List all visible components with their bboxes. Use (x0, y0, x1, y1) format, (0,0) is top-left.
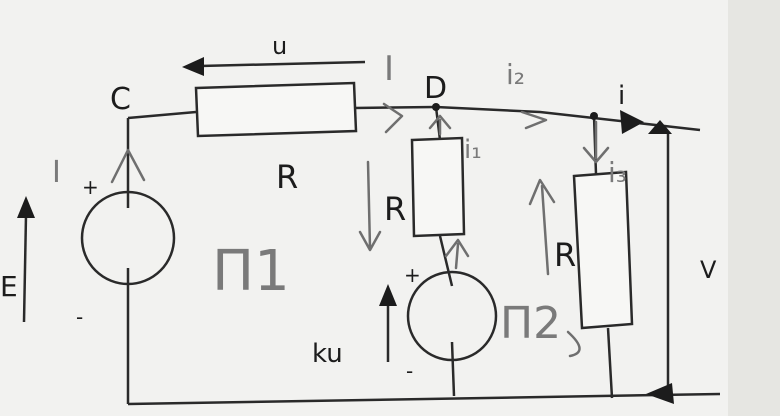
pencil-chevron-d (382, 102, 404, 134)
source-e-plus: + (82, 175, 99, 199)
annotation-i-main: I (384, 49, 394, 89)
top-wire-cd (127, 105, 437, 120)
source-ku-plus: + (404, 263, 421, 287)
pencil-i3-arrow (582, 120, 610, 164)
series-resistor (194, 81, 358, 138)
voltage-u-label: u (272, 32, 287, 60)
annotation-i-left: I (52, 155, 61, 190)
annotation-loop1: Π1 (212, 239, 290, 304)
ku-arrow-head (379, 284, 397, 306)
node-d-label: D (424, 71, 447, 106)
annotation-loop2: Π2 (500, 298, 561, 349)
pencil-loop2-curve (566, 330, 581, 358)
annotation-i3: i₃ (608, 156, 627, 189)
i-current-arrow (620, 110, 644, 134)
source-e-minus: - (76, 305, 83, 329)
node-c-label: C (110, 82, 131, 117)
u-arrow-head (182, 57, 204, 76)
node-d-dot (432, 103, 440, 111)
pencil-i1-arrow (428, 114, 452, 136)
annotation-i2: i₂ (506, 58, 525, 91)
middle-resistor (410, 136, 466, 238)
pencil-down-arrow (358, 160, 382, 252)
node-right-dot (590, 112, 598, 120)
e-arrow-shaft (22, 214, 28, 323)
source-e-circle (80, 190, 176, 286)
pencil-i-left-arrow (110, 148, 146, 184)
source-ku-circle (406, 270, 498, 362)
pencil-up-arrow-right (528, 178, 556, 276)
e-arrow-head (17, 196, 35, 218)
source-ku-label: ku (312, 339, 343, 369)
source-ku-minus: - (406, 359, 413, 383)
pencil-i2-chevron (520, 110, 548, 130)
top-wire-right (435, 105, 701, 132)
annotation-i1: i₁ (464, 135, 482, 165)
source-e-label: E (0, 270, 18, 303)
right-resistor (572, 170, 634, 330)
u-arrow-shaft (199, 60, 366, 68)
current-i-label: i (618, 81, 625, 111)
page-edge (728, 0, 780, 416)
pencil-up-arrow-mid (444, 238, 470, 270)
bottom-wire (127, 392, 721, 406)
series-resistor-label: R (276, 158, 298, 196)
v-arrow-tail (646, 383, 674, 404)
middle-resistor-label: R (384, 190, 406, 228)
v-arrow-head (648, 120, 672, 134)
output-v-label: V (700, 256, 717, 284)
right-resistor-label: R (554, 236, 576, 274)
